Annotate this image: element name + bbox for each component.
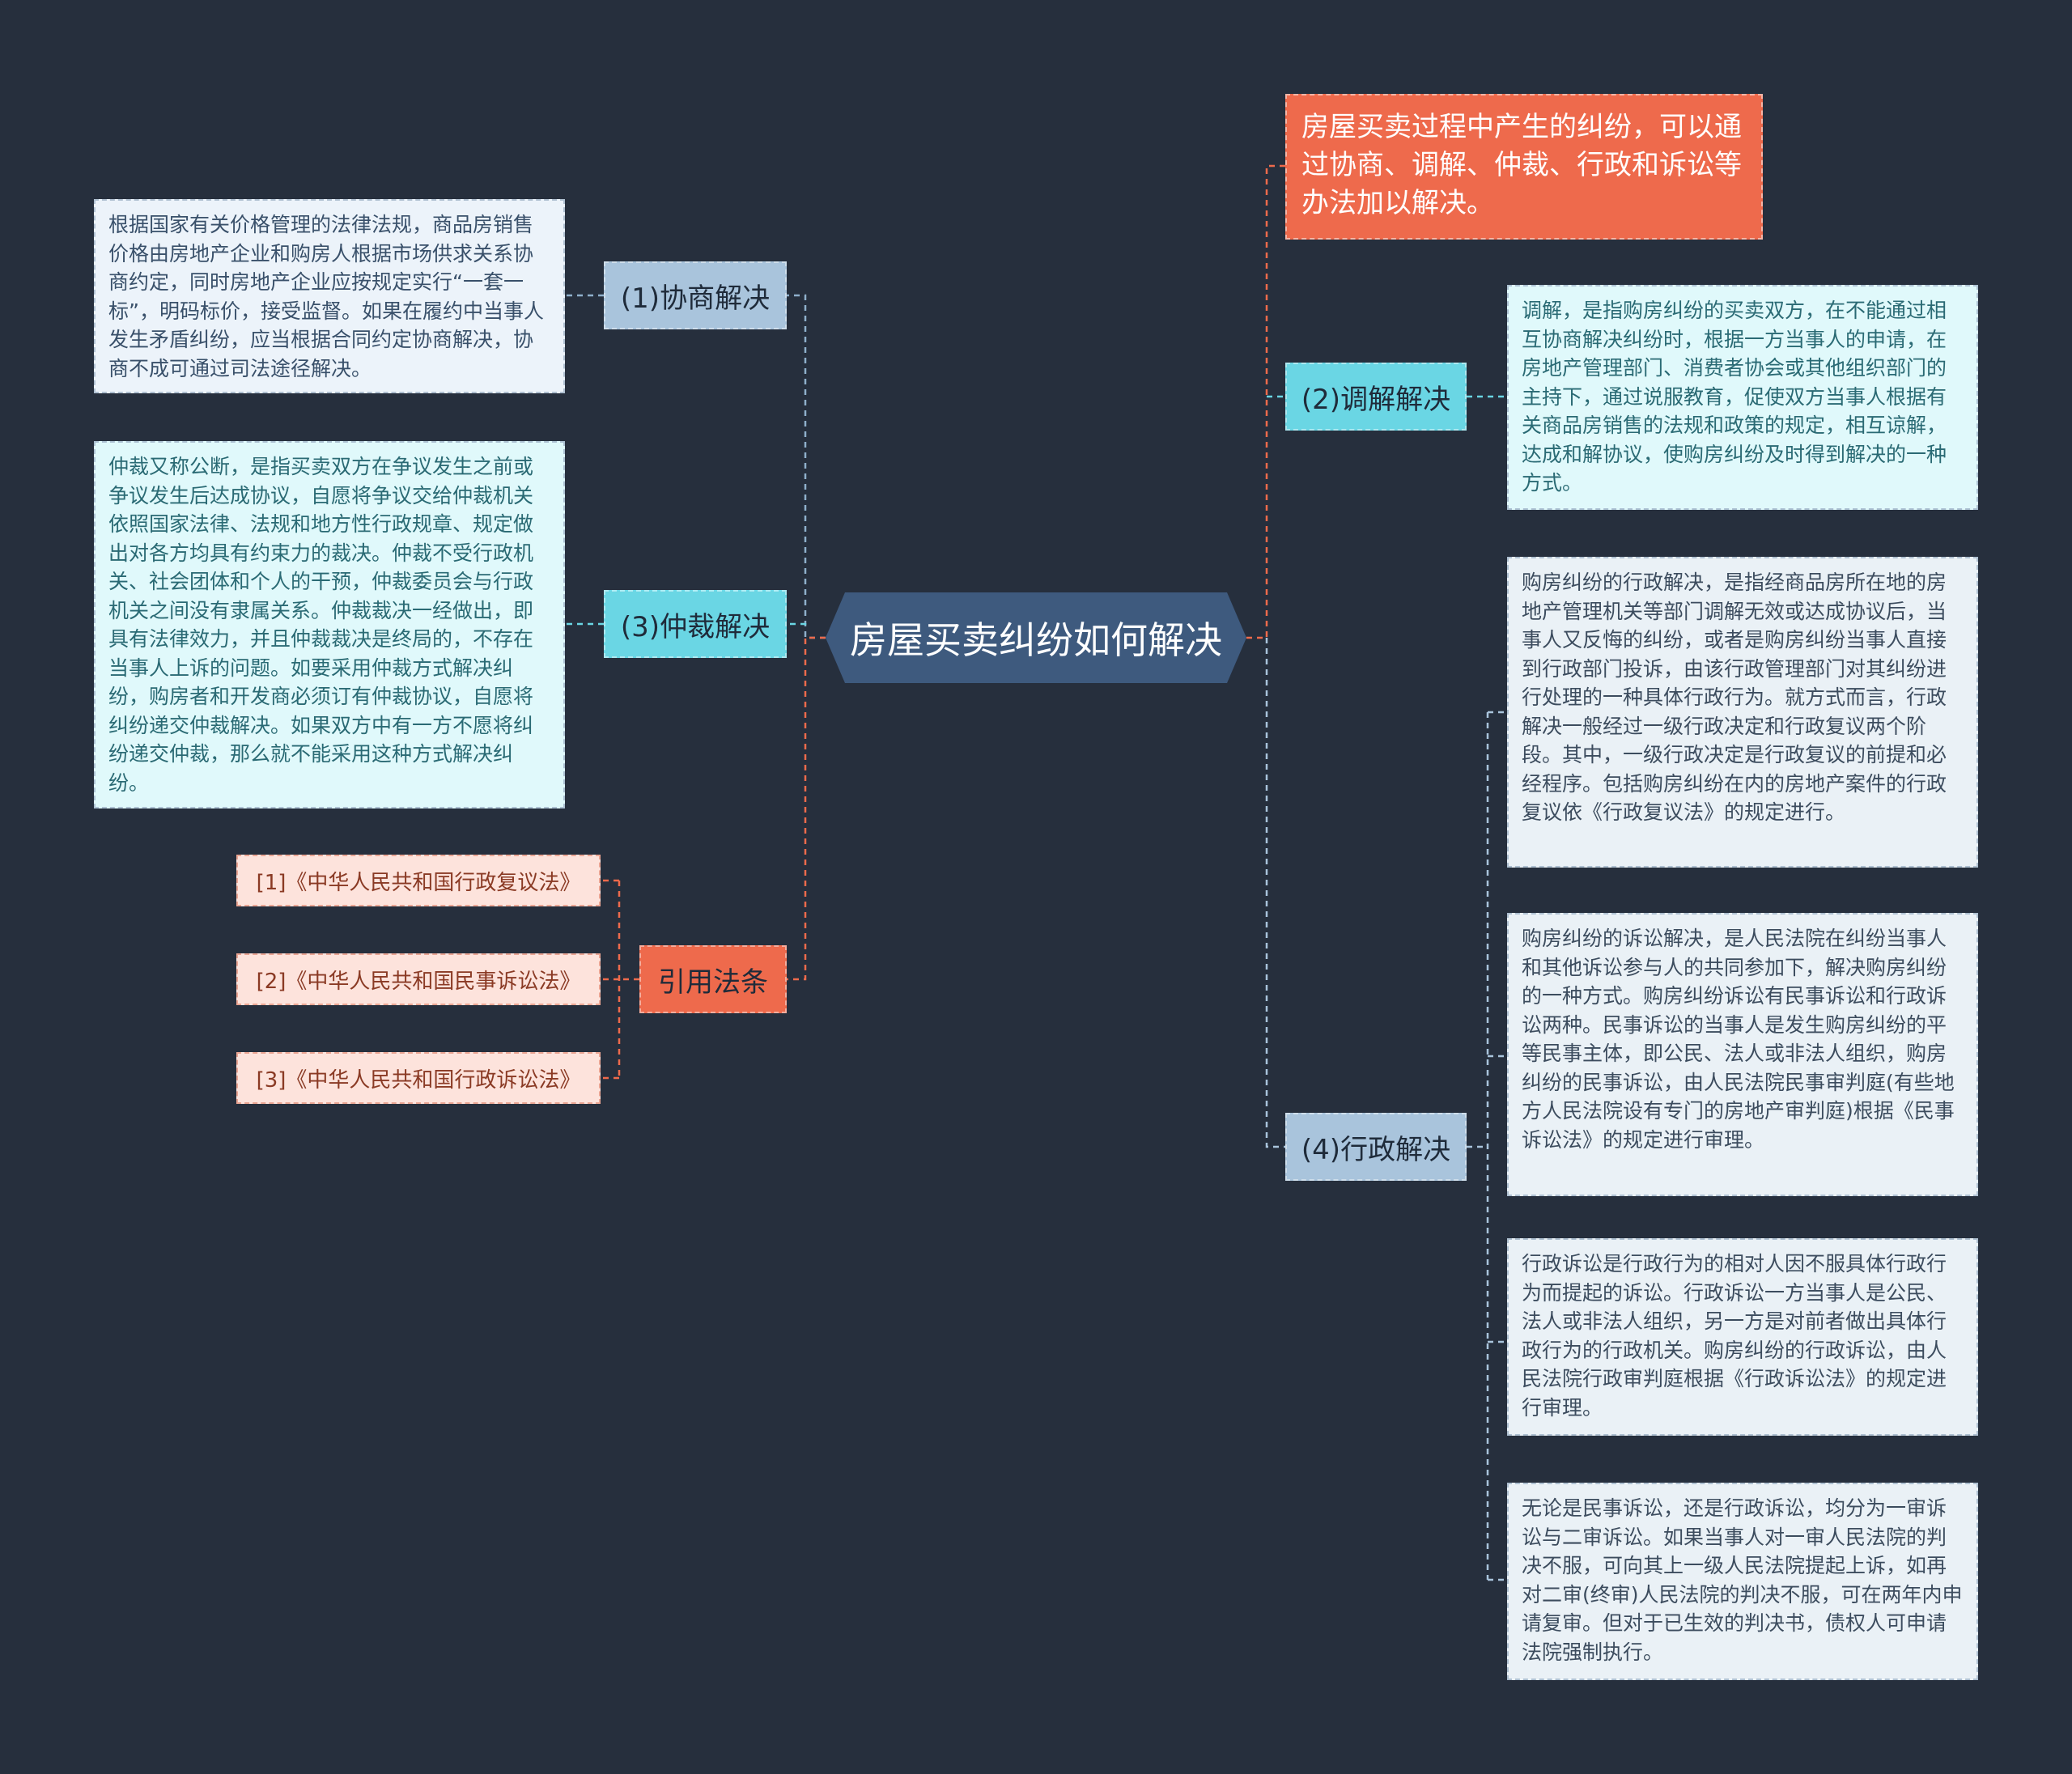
branch-arbitration-label: (3)仲裁解决 — [620, 610, 771, 643]
intro-note-text: 房屋买卖过程中产生的纠纷，可以通过协商、调解、仲裁、行政和诉讼等办法加以解决。 — [1301, 111, 1742, 219]
intro-note: 房屋买卖过程中产生的纠纷，可以通过协商、调解、仲裁、行政和诉讼等办法加以解决。 — [1285, 94, 1763, 240]
branch-mediation-label: (2)调解解决 — [1301, 383, 1451, 416]
branch-mediation[interactable]: (2)调解解决 — [1285, 363, 1467, 431]
branch-negotiation-label: (1)协商解决 — [620, 282, 771, 315]
administrative-detail: 购房纠纷的行政解决，是指经商品房所在地的房地产管理机关等部门调解无效或达成协议后… — [1507, 557, 1978, 868]
connector-citations-laws — [601, 879, 639, 1080]
arbitration-detail-text: 仲裁又称公断，是指买卖双方在争议发生之前或争议发生后达成协议，自愿将争议交给仲裁… — [108, 455, 534, 795]
mediation-detail: 调解，是指购房纠纷的买卖双方，在不能通过相互协商解决纠纷时，根据一方当事人的申请… — [1507, 285, 1978, 510]
branch-arbitration[interactable]: (3)仲裁解决 — [604, 590, 787, 658]
administrative-detail-text: 行政诉讼是行政行为的相对人因不服具体行政行为而提起的诉讼。行政诉讼一方当事人是公… — [1522, 1252, 1947, 1420]
branch-administrative[interactable]: (4)行政解决 — [1285, 1113, 1467, 1181]
connector-left-negotiation — [787, 294, 826, 639]
administrative-detail-text: 无论是民事诉讼，还是行政诉讼，均分为一审诉讼与二审诉讼。如果当事人对一审人民法院… — [1522, 1496, 1963, 1664]
branch-administrative-label: (4)行政解决 — [1301, 1133, 1451, 1166]
negotiation-detail-text: 根据国家有关价格管理的法律法规，商品房销售价格由房地产企业和购房人根据市场供求关… — [108, 213, 544, 380]
administrative-detail-text: 购房纠纷的诉讼解决，是人民法院在纠纷当事人和其他诉讼参与人的共同参加下，解决购房… — [1522, 927, 1955, 1152]
branch-citations-label: 引用法条 — [658, 966, 768, 999]
branch-negotiation[interactable]: (1)协商解决 — [604, 261, 787, 329]
administrative-detail: 购房纠纷的诉讼解决，是人民法院在纠纷当事人和其他诉讼参与人的共同参加下，解决购房… — [1507, 913, 1978, 1196]
connector-right-intro — [1246, 164, 1285, 639]
citation-item-text: [1]《中华人民共和国行政复议法》 — [256, 870, 581, 895]
negotiation-detail: 根据国家有关价格管理的法律法规，商品房销售价格由房地产企业和购房人根据市场供求关… — [94, 199, 565, 393]
administrative-detail: 行政诉讼是行政行为的相对人因不服具体行政行为而提起的诉讼。行政诉讼一方当事人是公… — [1507, 1238, 1978, 1436]
citation-item: [3]《中华人民共和国行政诉讼法》 — [236, 1052, 601, 1104]
administrative-detail-text: 购房纠纷的行政解决，是指经商品房所在地的房地产管理机关等部门调解无效或达成协议后… — [1522, 571, 1947, 824]
arbitration-detail: 仲裁又称公断，是指买卖双方在争议发生之前或争议发生后达成协议，自愿将争议交给仲裁… — [94, 441, 565, 808]
citation-item: [1]《中华人民共和国行政复议法》 — [236, 855, 601, 906]
connector-left-citations — [787, 636, 826, 981]
mediation-detail-text: 调解，是指购房纠纷的买卖双方，在不能通过相互协商解决纠纷时，根据一方当事人的申请… — [1522, 299, 1947, 494]
citation-item-text: [3]《中华人民共和国行政诉讼法》 — [256, 1067, 581, 1093]
central-topic[interactable]: 房屋买卖纠纷如何解决 — [826, 592, 1246, 683]
administrative-detail: 无论是民事诉讼，还是行政诉讼，均分为一审诉讼与二审诉讼。如果当事人对一审人民法院… — [1507, 1483, 1978, 1680]
connector-right-administrative — [1265, 638, 1285, 1148]
connector-left-arbitration — [787, 622, 807, 626]
citation-item-text: [2]《中华人民共和国民事诉讼法》 — [256, 969, 581, 994]
citation-item: [2]《中华人民共和国民事诉讼法》 — [236, 953, 601, 1005]
central-topic-label: 房屋买卖纠纷如何解决 — [850, 618, 1222, 662]
connector-administrative-details — [1467, 711, 1507, 1581]
branch-citations[interactable]: 引用法条 — [639, 945, 787, 1013]
